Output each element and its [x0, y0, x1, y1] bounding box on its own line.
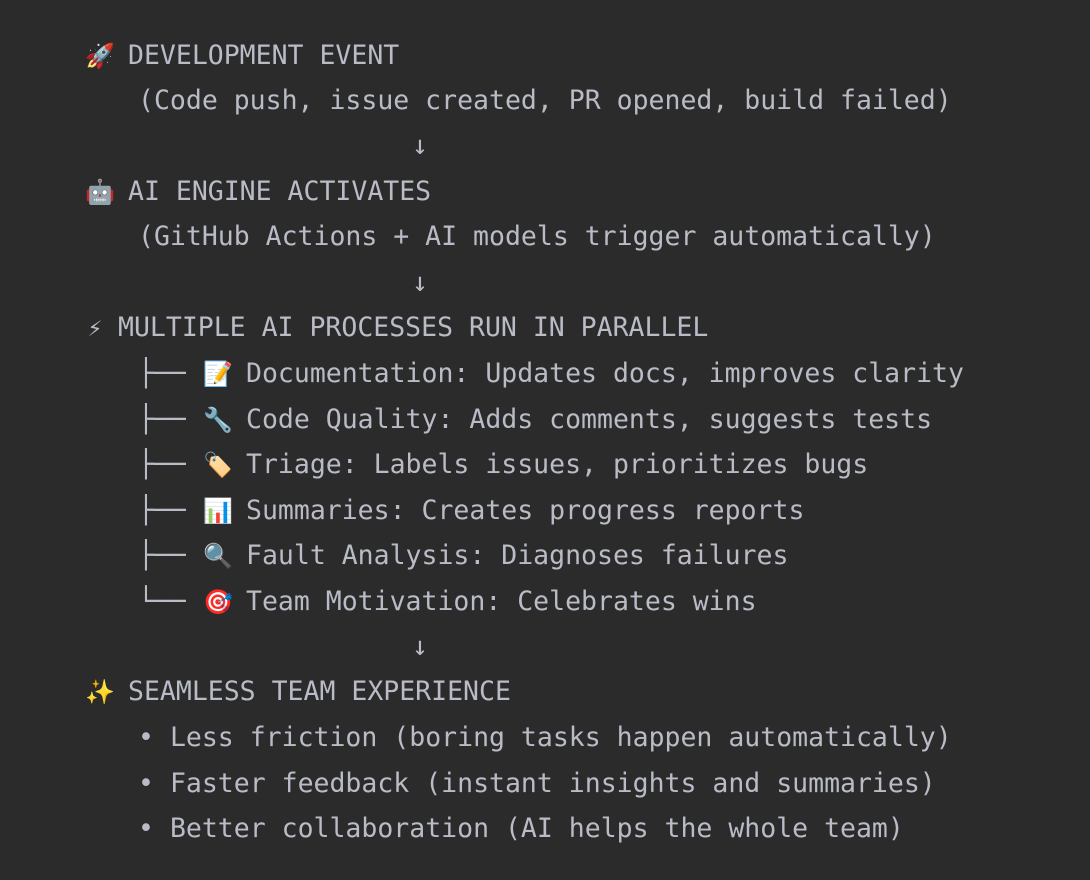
tree-branch: ├── [138, 494, 186, 526]
bullet-icon: • [138, 767, 154, 799]
tree-branch: ├── [138, 403, 186, 435]
process-text: Documentation: Updates docs, improves cl… [246, 358, 964, 389]
process-item: └── 🎯 Team Motivation: Celebrates wins [138, 582, 757, 622]
bullet-icon: • [138, 813, 154, 844]
bullet-icon: • [138, 722, 154, 753]
wrench-icon: 🔧 [203, 405, 233, 434]
process-item: ├── 📊 Summaries: Creates progress reports [138, 491, 804, 531]
bar-chart-icon: 📊 [203, 496, 233, 525]
tree-branch: └── [138, 585, 186, 617]
section-title: DEVELOPMENT EVENT [128, 40, 400, 71]
section-title: SEAMLESS TEAM EXPERIENCE [128, 676, 511, 707]
rocket-icon: 🚀 [85, 42, 115, 70]
tree-branch: ├── [138, 449, 186, 480]
section-subtitle: (Code push, issue created, PR opened, bu… [138, 85, 952, 116]
down-arrow-icon: ↓ [412, 267, 428, 298]
benefit-text: Less friction (boring tasks happen autom… [169, 722, 952, 753]
process-text: Team Motivation: Celebrates wins [246, 585, 757, 617]
tree-branch: ├── [138, 540, 186, 571]
process-text: Summaries: Creates progress reports [246, 494, 805, 526]
benefit-item: • Faster feedback (instant insights and … [138, 764, 936, 804]
process-text: Fault Analysis: Diagnoses failures [246, 540, 789, 571]
section-ai-engine: 🤖 AI ENGINE ACTIVATES [84, 172, 431, 212]
section-title: AI ENGINE ACTIVATES [128, 176, 432, 207]
sparkles-icon: ✨ [85, 678, 115, 706]
lightning-icon: ⚡ [87, 314, 103, 342]
down-arrow-icon: ↓ [412, 631, 428, 662]
process-text: Code Quality: Adds comments, suggests te… [246, 403, 933, 435]
benefit-text: Better collaboration (AI helps the whole… [169, 813, 904, 844]
section-title: MULTIPLE AI PROCESSES RUN IN PARALLEL [118, 312, 709, 343]
process-item: ├── 🏷️ Triage: Labels issues, prioritizes … [138, 445, 868, 485]
section-team-experience: ✨ SEAMLESS TEAM EXPERIENCE [84, 672, 511, 712]
down-arrow-icon: ↓ [412, 130, 428, 161]
memo-icon: 📝 [203, 360, 233, 388]
benefit-item: • Better collaboration (AI helps the who… [138, 809, 904, 849]
section-parallel-processes: ⚡ MULTIPLE AI PROCESSES RUN IN PARALLEL [84, 308, 709, 348]
section-development-event: 🚀 DEVELOPMENT EVENT [84, 36, 399, 76]
benefit-item: • Less friction (boring tasks happen aut… [138, 718, 952, 758]
robot-icon: 🤖 [85, 178, 115, 206]
section-subtitle: (GitHub Actions + AI models trigger auto… [138, 221, 936, 252]
magnifier-icon: 🔍 [203, 542, 233, 570]
process-item: ├── 🔧 Code Quality: Adds comments, suggest… [138, 400, 932, 440]
process-item: ├── 📝 Documentation: Updates docs, improve… [138, 354, 964, 394]
target-icon: 🎯 [203, 587, 233, 616]
benefit-text: Faster feedback (instant insights and su… [169, 767, 936, 799]
process-item: ├── 🔍 Fault Analysis: Diagnoses failures [138, 536, 788, 576]
label-tag-icon: 🏷️ [203, 451, 233, 479]
process-text: Triage: Labels issues, prioritizes bugs [246, 449, 869, 480]
tree-branch: ├── [138, 358, 186, 389]
